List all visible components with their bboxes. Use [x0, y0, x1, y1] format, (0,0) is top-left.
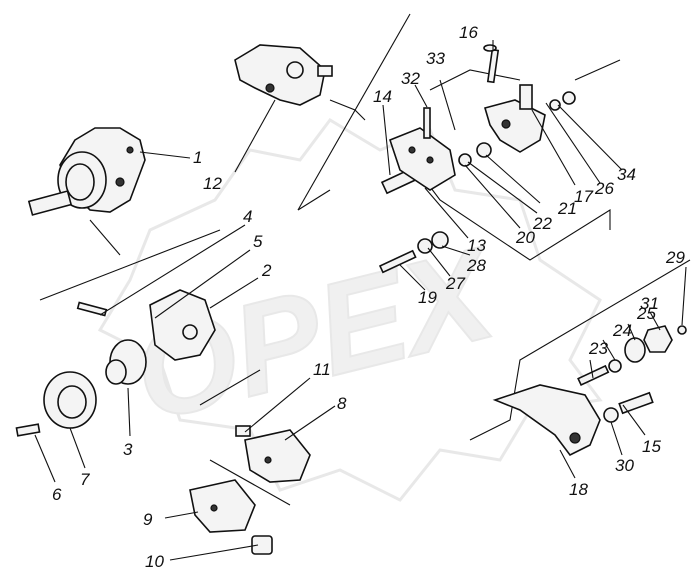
part-2-body — [149, 289, 216, 361]
callout-29: 29 — [665, 248, 685, 267]
part-3-shaft — [105, 339, 147, 385]
callout-8: 8 — [337, 394, 347, 413]
part-16-bolt — [483, 44, 500, 84]
part-10-bushing — [251, 535, 273, 555]
callout-2: 2 — [261, 261, 272, 280]
callout-15: 15 — [642, 437, 661, 456]
callouts: 1 2 3 4 5 6 7 8 9 10 11 12 13 14 15 16 1… — [52, 23, 685, 571]
callout-22: 22 — [532, 214, 552, 233]
part-26-34-washers — [549, 91, 576, 111]
callout-3: 3 — [123, 440, 133, 459]
callout-17: 17 — [574, 187, 593, 206]
callout-30: 30 — [615, 456, 634, 475]
callout-25: 25 — [636, 304, 656, 323]
part-6-pin — [15, 423, 41, 437]
callout-34: 34 — [617, 165, 636, 184]
leader-lines — [34, 40, 687, 561]
callout-32: 32 — [401, 69, 420, 88]
callout-7: 7 — [80, 470, 90, 489]
callout-5: 5 — [253, 232, 263, 251]
part-7-bearing — [43, 371, 97, 429]
part-15-screw — [618, 391, 654, 415]
callout-6: 6 — [52, 485, 62, 504]
callout-21: 21 — [557, 199, 577, 218]
callout-33: 33 — [426, 49, 445, 68]
callout-28: 28 — [466, 256, 486, 275]
part-8-fork — [244, 429, 311, 483]
watermark-gear — [97, 118, 603, 502]
part-13-bracket — [389, 127, 492, 191]
callout-9: 9 — [143, 510, 153, 529]
assembly-lines — [39, 13, 691, 506]
callout-16: 16 — [459, 23, 478, 42]
part-12-valve-body — [234, 44, 333, 106]
part-4-rod — [76, 301, 108, 317]
part-23-bolt-stack — [577, 325, 687, 387]
part-1-housing — [27, 127, 146, 216]
callout-24: 24 — [612, 321, 632, 340]
callout-13: 13 — [467, 236, 486, 255]
callout-20: 20 — [515, 228, 535, 247]
callout-31: 31 — [640, 294, 659, 313]
callout-4: 4 — [243, 207, 252, 226]
callout-1: 1 — [193, 148, 202, 167]
part-11-pin — [235, 425, 251, 437]
callout-10: 10 — [145, 552, 164, 571]
callout-26: 26 — [594, 179, 614, 198]
callout-18: 18 — [569, 480, 588, 499]
callout-19: 19 — [418, 288, 437, 307]
part-18-arm — [492, 384, 601, 457]
callout-27: 27 — [445, 274, 465, 293]
callout-14: 14 — [373, 87, 392, 106]
callout-11: 11 — [313, 360, 331, 379]
callout-12: 12 — [203, 174, 222, 193]
part-19-bolt — [378, 231, 449, 274]
part-17-lever — [484, 84, 546, 153]
callout-23: 23 — [588, 339, 608, 358]
part-32-pin — [423, 107, 431, 139]
part-9-fork — [189, 479, 256, 533]
part-30-nut — [603, 407, 619, 423]
